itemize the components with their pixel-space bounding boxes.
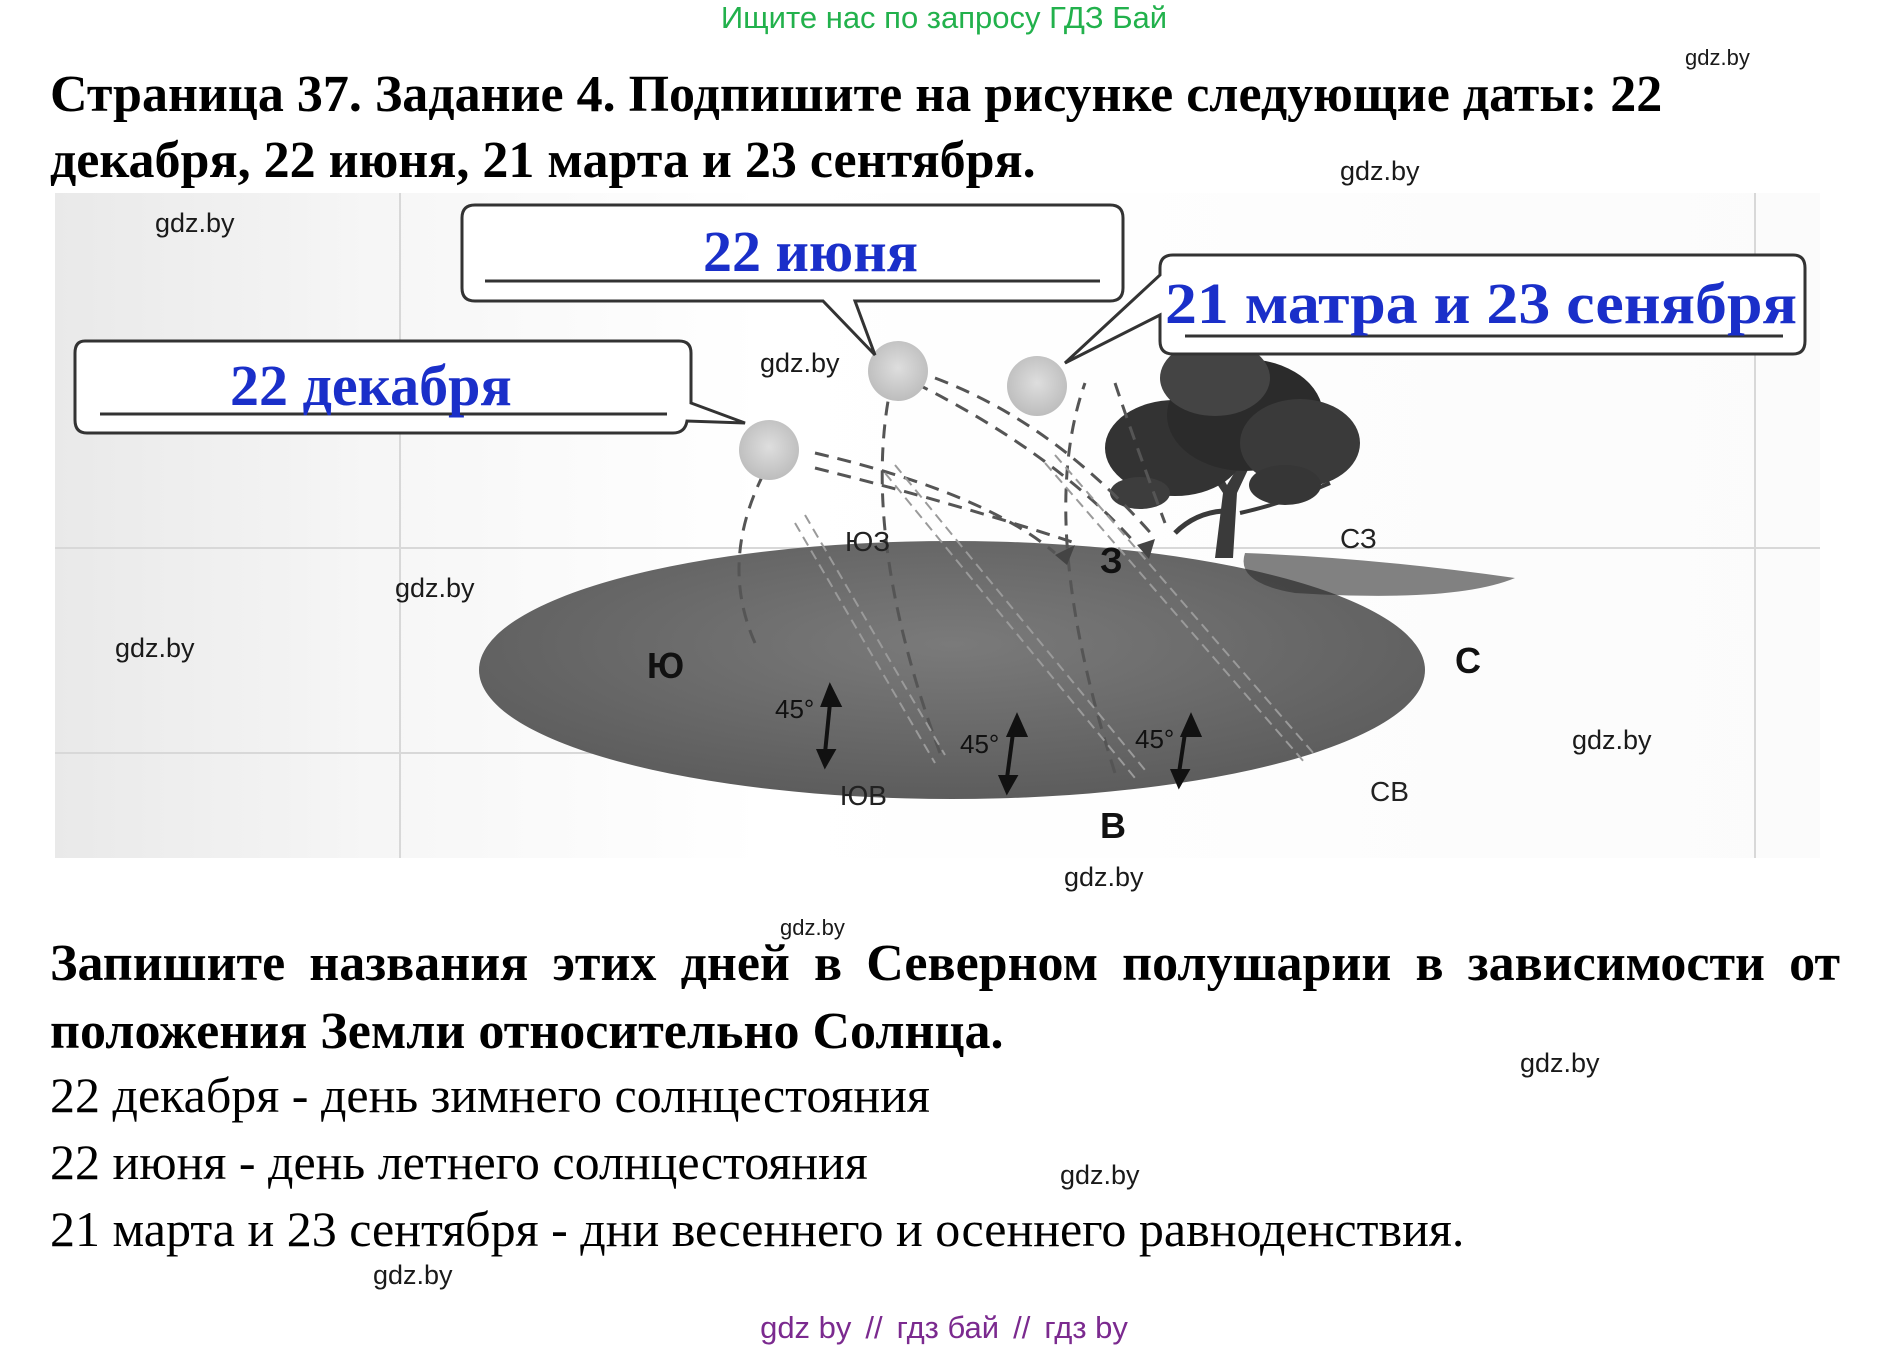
footer-link[interactable]: гдз by bbox=[1044, 1310, 1128, 1345]
direction-northeast: СВ bbox=[1370, 776, 1409, 807]
seasons-figure: 45° 45° 45° Ю С З В ЮЗ СЗ ЮВ СВ 22 декаб… bbox=[55, 193, 1820, 858]
tree-shadow bbox=[1243, 553, 1515, 596]
top-promo-link[interactable]: Ищите нас по запросу ГДЗ Бай bbox=[720, 0, 1168, 35]
direction-east: В bbox=[1100, 805, 1126, 846]
label-equinox: 21 матра и 23 сенября bbox=[1165, 271, 1797, 336]
angle-label: 45° bbox=[775, 694, 814, 724]
sun-equinox-icon bbox=[1007, 356, 1067, 416]
watermark: gdz.by bbox=[395, 573, 475, 603]
footer-links: gdz by // гдз бай // гдз by bbox=[0, 1310, 1888, 1346]
watermark: gdz.by bbox=[1064, 862, 1144, 892]
answer-line: 22 декабря - день зимнего солнцестояния bbox=[50, 1067, 930, 1123]
callout-equinox: 21 матра и 23 сенября bbox=[1063, 253, 1807, 365]
watermark: gdz.by bbox=[373, 1260, 453, 1290]
angle-label: 45° bbox=[960, 729, 999, 759]
sun-winter-icon bbox=[739, 420, 799, 480]
footer-separator: // bbox=[865, 1310, 883, 1345]
watermark: gdz.by bbox=[155, 208, 235, 238]
watermark: gdz.by bbox=[1520, 1048, 1600, 1078]
sun-summer-icon bbox=[868, 341, 928, 401]
watermark: gdz.by bbox=[780, 915, 845, 940]
angle-markers: 45° 45° 45° bbox=[775, 682, 1203, 796]
answer-line: 22 июня - день летнего солнцестояния bbox=[50, 1134, 868, 1190]
sun-rays bbox=[794, 454, 1316, 779]
direction-south: Ю bbox=[647, 645, 684, 686]
label-december: 22 декабря bbox=[230, 353, 512, 418]
watermark: gdz.by bbox=[115, 633, 195, 663]
ray-arrowheads bbox=[1055, 539, 1155, 565]
task-question: Запишите названия этих дней в Северном п… bbox=[50, 935, 1840, 1060]
watermark: gdz.by bbox=[1685, 45, 1750, 70]
tree-icon bbox=[1105, 340, 1360, 558]
watermark: gdz.by bbox=[1572, 725, 1652, 755]
callout-december: 22 декабря bbox=[73, 339, 746, 435]
footer-link[interactable]: gdz by bbox=[760, 1310, 852, 1345]
answer-line: 21 марта и 23 сентября - дни весеннего и… bbox=[50, 1201, 1465, 1257]
task-title: Страница 37. Задание 4. Подпишите на рис… bbox=[50, 66, 1663, 189]
direction-southeast: ЮВ bbox=[840, 780, 887, 811]
direction-west: З bbox=[1100, 540, 1123, 581]
angle-label: 45° bbox=[1135, 724, 1174, 754]
compass-labels: Ю С З В ЮЗ СЗ ЮВ СВ bbox=[647, 523, 1481, 846]
sun-paths bbox=[737, 367, 1167, 774]
watermark: gdz.by bbox=[1060, 1160, 1140, 1190]
footer-link[interactable]: гдз бай bbox=[896, 1310, 1000, 1345]
callout-june: 22 июня bbox=[460, 203, 1125, 357]
watermark: gdz.by bbox=[1340, 156, 1420, 186]
direction-southwest: ЮЗ bbox=[845, 526, 890, 557]
sun-path-diagram: 45° 45° 45° Ю С З В ЮЗ СЗ ЮВ СВ 22 декаб… bbox=[55, 193, 1820, 858]
watermark: gdz.by bbox=[760, 348, 840, 378]
direction-north: С bbox=[1455, 640, 1481, 681]
label-june: 22 июня bbox=[703, 219, 918, 284]
direction-northwest: СЗ bbox=[1340, 523, 1377, 554]
footer-separator: // bbox=[1013, 1310, 1031, 1345]
